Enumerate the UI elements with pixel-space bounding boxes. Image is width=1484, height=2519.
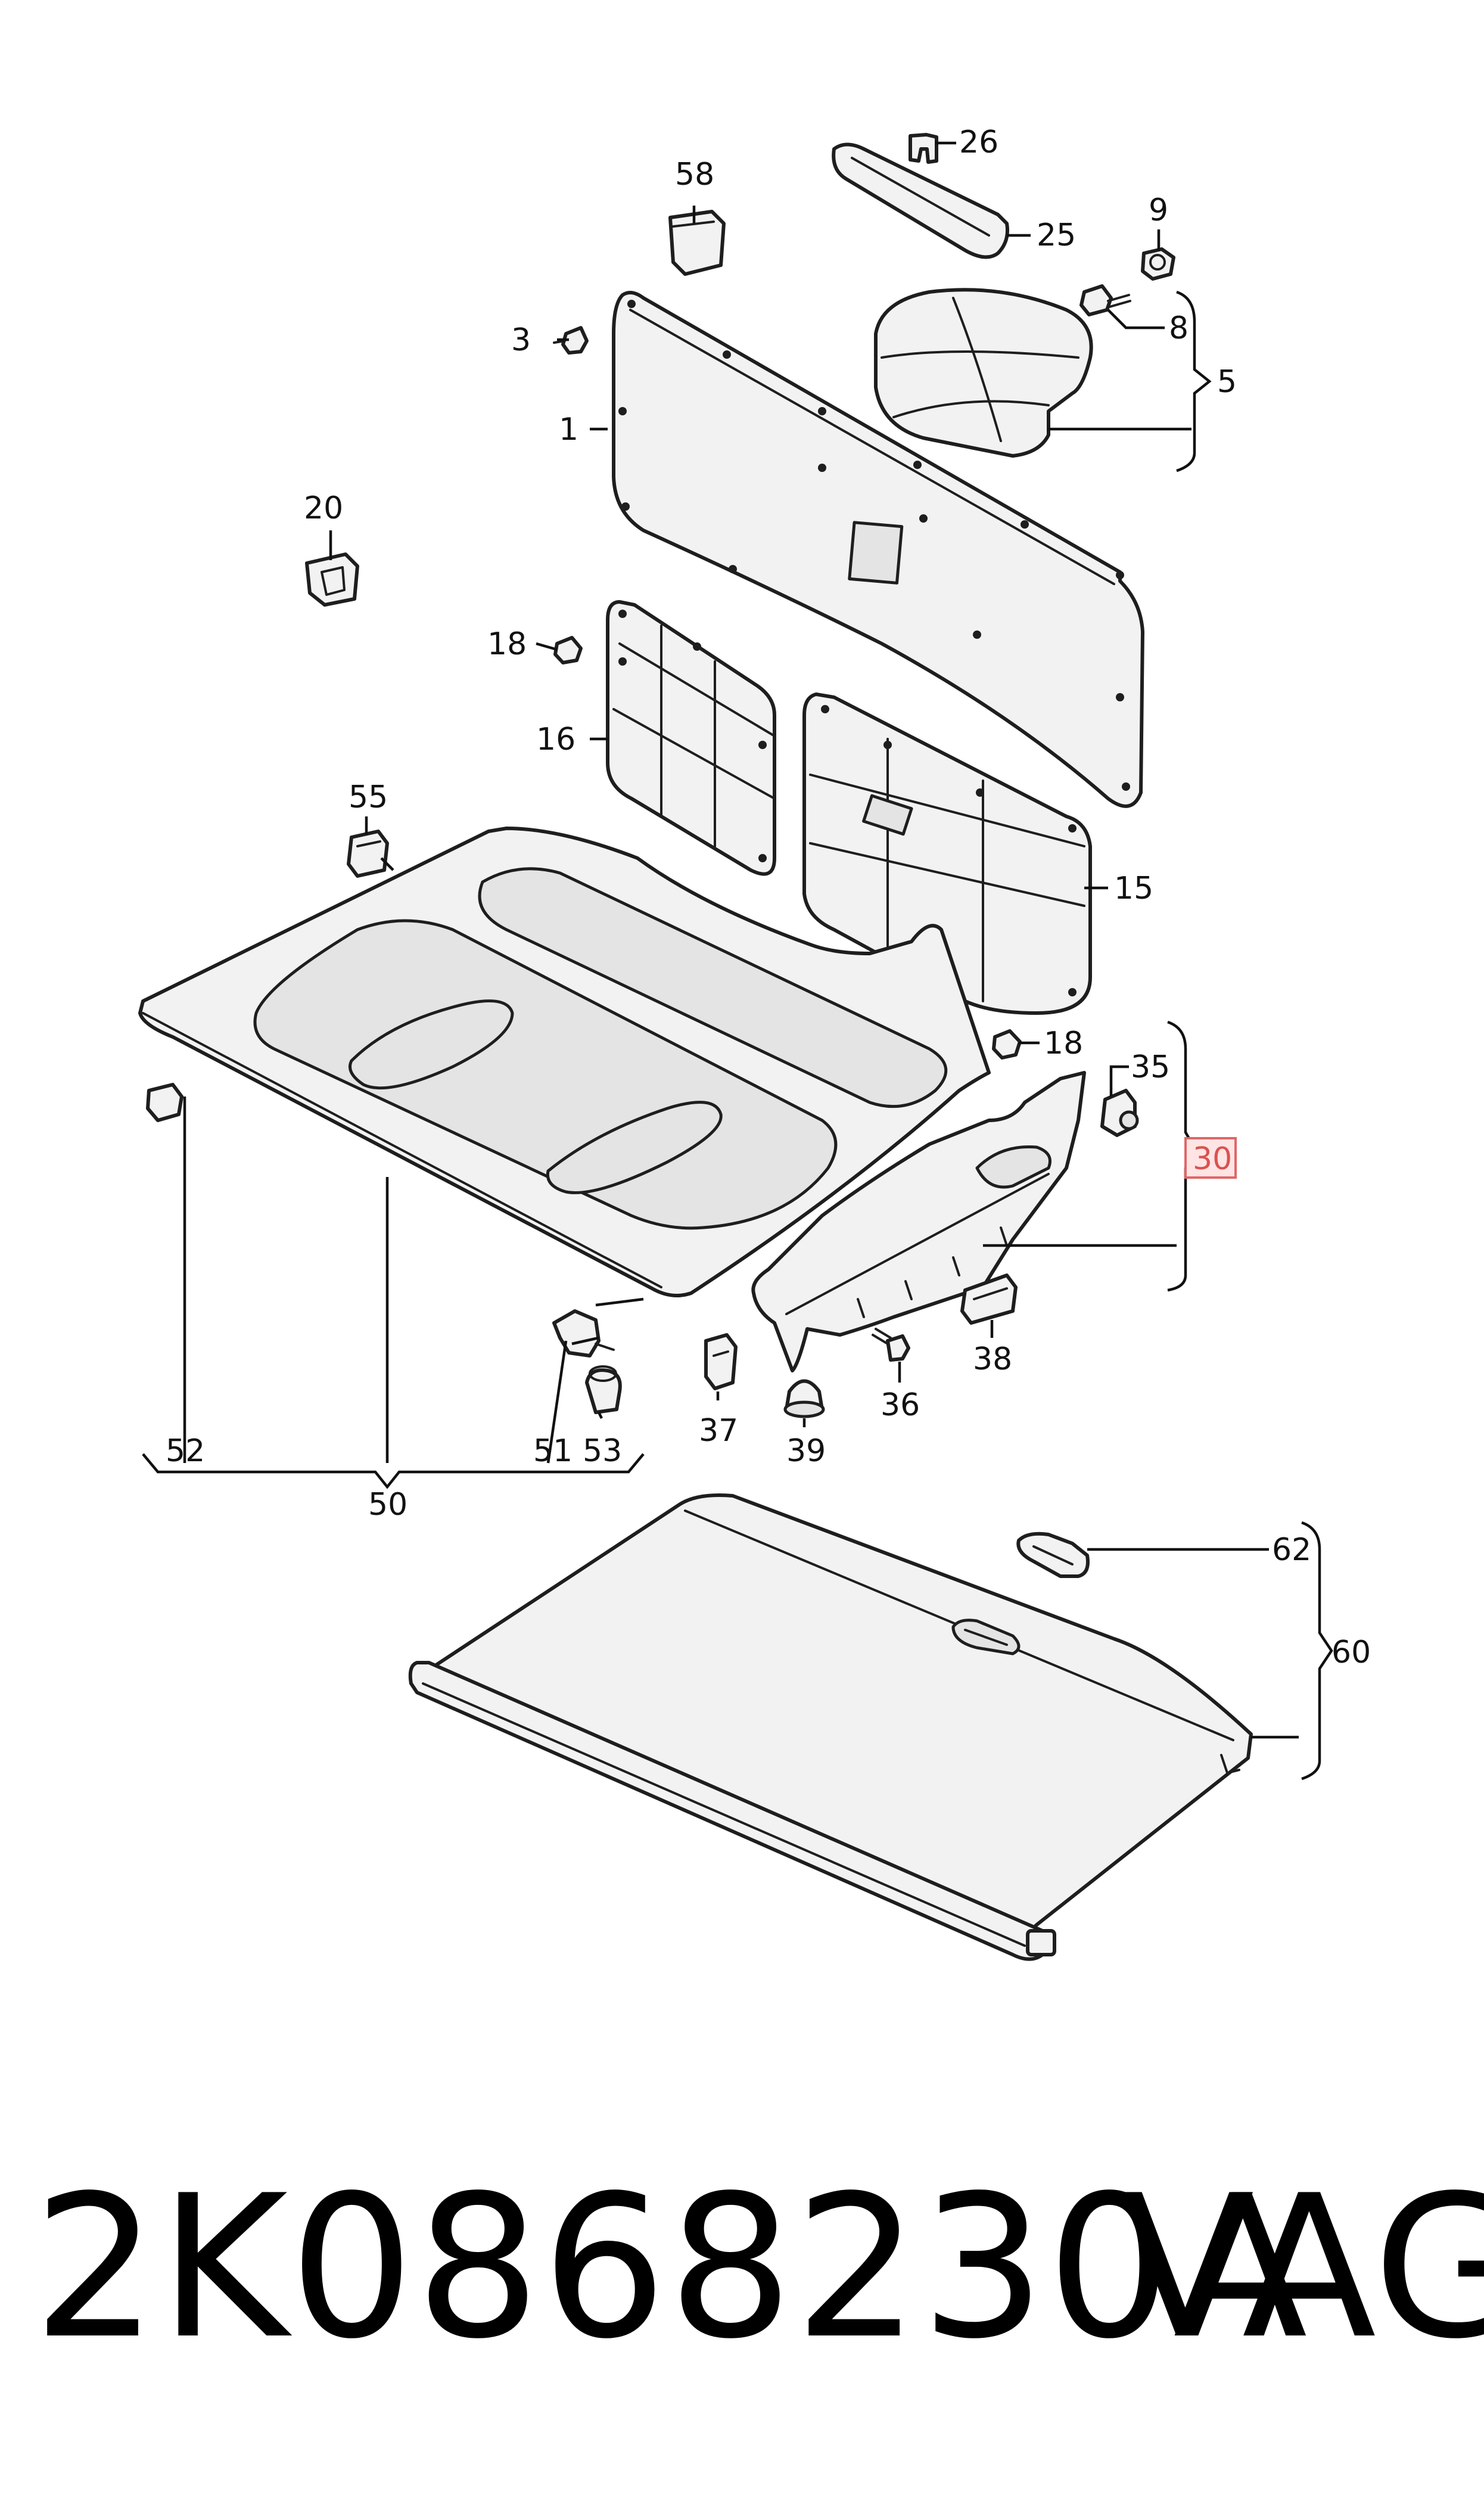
- part-18-clip-upper: [553, 636, 583, 664]
- part-39-grommet: [783, 1379, 825, 1418]
- callout-38: 38: [973, 1341, 1012, 1377]
- part-1-back-panel: [612, 291, 1144, 808]
- part-26-clip: [909, 133, 938, 164]
- part-9-nut: [1141, 247, 1175, 281]
- callout-25: 25: [1037, 218, 1076, 253]
- callout-18-lower: 18: [1044, 1026, 1083, 1061]
- part-18-clip-lower: [992, 1029, 1022, 1060]
- part-1-holes: [618, 300, 1130, 791]
- callout-50: 50: [368, 1487, 407, 1523]
- callout-52: 52: [166, 1433, 205, 1469]
- callout-5: 5: [1217, 364, 1237, 400]
- part-3-clip: [553, 326, 589, 355]
- callout-37: 37: [699, 1413, 738, 1449]
- callout-3: 3: [511, 322, 531, 358]
- part-52-clip: [146, 1083, 183, 1122]
- callout-36: 36: [881, 1387, 920, 1423]
- part-8-screw: [1079, 284, 1131, 316]
- part-58-cap: [668, 210, 726, 276]
- callout-55: 55: [349, 779, 388, 815]
- part-25-handle: [832, 142, 1009, 259]
- part-number: 2K0868230A: [33, 2153, 1309, 2382]
- part-50-parcel-shelf: [138, 827, 991, 1297]
- part-53-pin: [585, 1365, 622, 1414]
- callout-1: 1: [559, 412, 578, 448]
- brand-label: VAG: [1120, 2153, 1484, 2382]
- callout-26: 26: [959, 125, 998, 160]
- part-62-handle: [1016, 1532, 1090, 1578]
- callout-30: 30: [1193, 1141, 1232, 1177]
- part-30-side-trim: [751, 1071, 1086, 1372]
- callout-18-upper: 18: [487, 626, 527, 662]
- part-38-clip: [960, 1274, 1018, 1325]
- leader-lines: [142, 141, 1333, 1781]
- part-37-clip: [704, 1333, 738, 1390]
- callout-62: 62: [1272, 1532, 1311, 1568]
- part-55-bracket: [347, 830, 389, 878]
- callout-58: 58: [675, 157, 714, 192]
- part-20-clip: [305, 552, 359, 607]
- part-15-panel: [802, 692, 1092, 1015]
- callout-9: 9: [1149, 192, 1168, 228]
- callout-30-highlight: [1184, 1137, 1237, 1179]
- part-16-panel: [606, 600, 776, 876]
- callout-20: 20: [304, 490, 343, 526]
- part-35-retainer: [1100, 1089, 1139, 1137]
- part-36-screw: [872, 1328, 910, 1362]
- callout-8: 8: [1169, 310, 1189, 346]
- part-5-cushion: [874, 288, 1093, 458]
- callout-35: 35: [1131, 1049, 1170, 1085]
- callout-60: 60: [1331, 1635, 1371, 1670]
- callout-16: 16: [536, 722, 575, 757]
- callout-39: 39: [786, 1433, 826, 1469]
- part-51-hinge: [552, 1309, 615, 1358]
- part-60-luggage-cover: [408, 1493, 1253, 1961]
- callout-15: 15: [1114, 871, 1153, 906]
- callout-53: 53: [583, 1433, 622, 1469]
- callout-labels: 26 25 58 9 8 5 3 1 20 18 16 15 55 18 35 …: [166, 125, 1371, 1670]
- callout-51: 51: [533, 1433, 573, 1469]
